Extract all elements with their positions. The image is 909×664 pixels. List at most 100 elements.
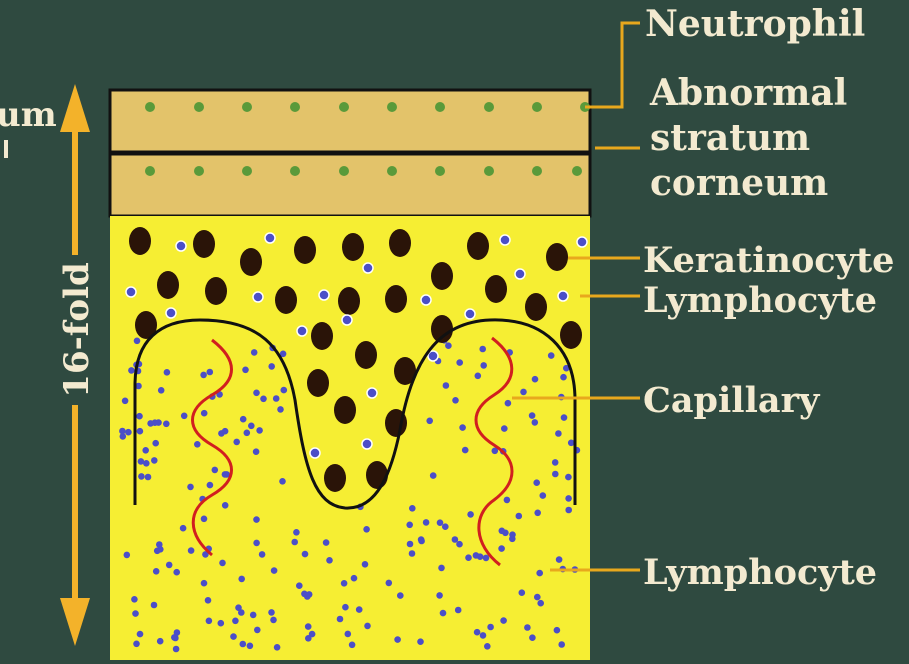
keratinocyte-cell [385, 285, 407, 313]
dermal-lymphocyte-dot [456, 359, 463, 366]
neutrophil-cell [145, 102, 155, 112]
dermal-lymphocyte-dot [207, 482, 214, 489]
dermal-lymphocyte-dot [291, 539, 298, 546]
dermal-lymphocyte-dot [532, 419, 539, 426]
dermal-lymphocyte-dot [253, 540, 260, 547]
dermal-lymphocyte-dot [452, 397, 459, 404]
neutrophil-cell [290, 166, 300, 176]
keratinocyte-cell [240, 248, 262, 276]
dermal-lymphocyte-dot [268, 363, 275, 370]
dermal-lymphocyte-dot [565, 474, 572, 481]
dermal-lymphocyte-dot [173, 646, 180, 653]
neutrophil-cell [435, 102, 445, 112]
dermal-lymphocyte-dot [164, 369, 171, 376]
dermal-lymphocyte-dot [201, 580, 208, 587]
neutrophil-cell [532, 166, 542, 176]
dermal-lymphocyte-dot [498, 545, 505, 552]
dermal-lymphocyte-dot [200, 372, 207, 379]
dermal-lymphocyte-dot [151, 602, 158, 609]
dermal-lymphocyte-dot [157, 638, 164, 645]
dermal-lymphocyte-dot [565, 495, 572, 502]
dermal-lymphocyte-dot [277, 406, 284, 413]
dermal-lymphocyte-dot [151, 457, 158, 464]
neutrophil-cell [242, 166, 252, 176]
dermal-lymphocyte-dot [219, 560, 226, 567]
label-neutrophil: Neutrophil [645, 3, 865, 45]
dermal-lymphocyte-dot [124, 552, 131, 559]
dermal-lymphocyte-dot [477, 553, 484, 560]
dermal-lymphocyte-dot [136, 413, 143, 420]
dermal-lymphocyte-dot [268, 609, 275, 616]
dermal-lymphocyte-dot [259, 551, 266, 558]
dermal-lymphocyte-dot [145, 474, 152, 481]
keratinocyte-cell [525, 293, 547, 321]
dermal-lymphocyte-dot [205, 597, 212, 604]
dermal-lymphocyte-dot [349, 642, 356, 649]
dermal-lymphocyte-dot [132, 610, 139, 617]
dermal-lymphocyte-dot [337, 616, 344, 623]
dermal-lymphocyte-dot [238, 576, 245, 583]
dermal-lymphocyte-dot [131, 596, 138, 603]
lymphocyte-cell [126, 287, 136, 297]
keratinocyte-cell [129, 227, 151, 255]
keratinocyte-cell [355, 341, 377, 369]
dermal-lymphocyte-dot [474, 629, 481, 636]
leader-line-neutrophil [585, 23, 640, 107]
dermal-lymphocyte-dot [323, 539, 330, 546]
dermal-lymphocyte-dot [467, 511, 474, 518]
dermal-lymphocyte-dot [345, 631, 352, 638]
lymphocyte-cell [500, 235, 510, 245]
label-stratum: stratum [650, 117, 810, 159]
dermal-lymphocyte-dot [397, 592, 404, 599]
dermal-lymphocyte-dot [409, 550, 416, 557]
dermal-lymphocyte-dot [173, 569, 180, 576]
dermal-lymphocyte-dot [206, 618, 213, 625]
keratinocyte-cell [389, 229, 411, 257]
label-capillary: Capillary [643, 380, 821, 421]
dermal-lymphocyte-dot [351, 575, 358, 582]
keratinocyte-cell [294, 236, 316, 264]
dermal-lymphocyte-dot [394, 636, 401, 643]
dermal-lymphocyte-dot [442, 523, 449, 530]
dermal-lymphocyte-dot [138, 473, 145, 480]
keratinocyte-cell [546, 243, 568, 271]
dermal-lymphocyte-dot [561, 414, 568, 421]
lymphocyte-cell [253, 292, 263, 302]
lymphocyte-cell [362, 439, 372, 449]
dermal-lymphocyte-dot [253, 390, 260, 397]
neutrophil-cell [339, 166, 349, 176]
dermal-lymphocyte-dot [251, 349, 258, 356]
dermal-lymphocyte-dot [342, 604, 349, 611]
label-cut-off: um [0, 95, 57, 135]
keratinocyte-cell [205, 277, 227, 305]
lymphocyte-cell [421, 295, 431, 305]
lymphocyte-cell [342, 315, 352, 325]
dermal-lymphocyte-dot [253, 516, 260, 523]
dermal-lymphocyte-dot [529, 634, 536, 641]
keratinocyte-cell [307, 369, 329, 397]
dermal-lymphocyte-dot [459, 424, 466, 431]
keratinocyte-cell [342, 233, 364, 261]
dermal-lymphocyte-dot [244, 430, 251, 437]
neutrophil-cell [194, 102, 204, 112]
dermal-lymphocyte-dot [256, 427, 263, 434]
dermal-lymphocyte-dot [499, 528, 506, 535]
dermal-lymphocyte-dot [406, 522, 413, 529]
dermal-lymphocyte-dot [519, 589, 526, 596]
label-abnormal: Abnormal [649, 72, 847, 114]
lymphocyte-cell [558, 291, 568, 301]
lymphocyte-cell [319, 290, 329, 300]
dermal-lymphocyte-dot [438, 565, 445, 572]
dermal-lymphocyte-dot [423, 519, 430, 526]
lymphocyte-cell [577, 237, 587, 247]
dermal-lymphocyte-dot [456, 541, 463, 548]
label-lymphocyte-upper: Lymphocyte [643, 280, 877, 321]
dermal-lymphocyte-dot [445, 342, 452, 349]
dermal-lymphocyte-dot [487, 624, 494, 631]
dermal-lymphocyte-dot [418, 536, 425, 543]
stratum-corneum-layer-bottom [110, 154, 590, 216]
epidermis-block [110, 216, 590, 660]
dermal-lymphocyte-dot [222, 502, 229, 509]
dermal-lymphocyte-dot [555, 430, 562, 437]
